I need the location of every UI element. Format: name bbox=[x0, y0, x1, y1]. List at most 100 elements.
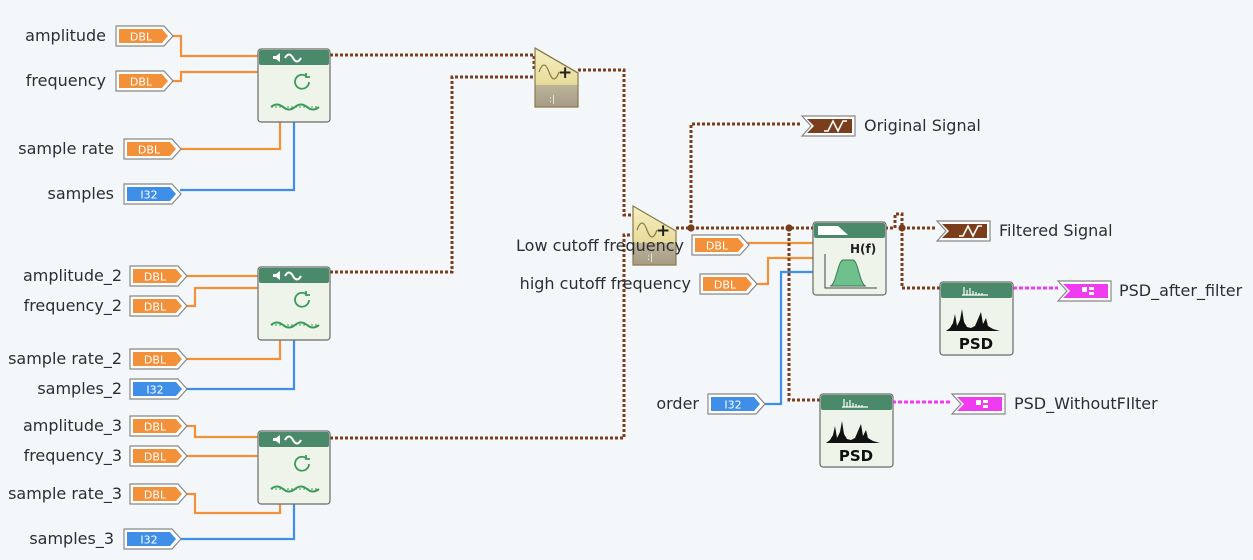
plus-icon: + bbox=[558, 63, 572, 83]
spectrum-icon bbox=[842, 399, 868, 408]
wire-sum-out[interactable] bbox=[578, 68, 632, 217]
speaker-icon bbox=[273, 53, 280, 62]
wire-order[interactable] bbox=[762, 270, 813, 406]
label-frequency-2: frequency_2 bbox=[23, 296, 122, 315]
dbl-control-terminal[interactable]: DBL bbox=[115, 25, 174, 47]
psd-label: PSD bbox=[959, 335, 993, 353]
dbl-control-terminal[interactable]: DBL bbox=[699, 273, 758, 295]
label-sample-rate-3: sample rate_3 bbox=[8, 484, 122, 503]
wire-sine-1-out[interactable] bbox=[330, 53, 536, 70]
dbl-control-terminal[interactable]: DBL bbox=[129, 348, 188, 370]
terminal-type-label: DBL bbox=[144, 421, 167, 434]
waveform-icon bbox=[959, 224, 982, 238]
bandpass-curve-icon bbox=[829, 259, 867, 287]
i32-control-terminal[interactable]: I32 bbox=[123, 183, 182, 205]
speaker-icon bbox=[273, 435, 280, 444]
cluster-icon bbox=[976, 400, 988, 408]
sine-icon bbox=[284, 435, 302, 445]
sine-icon bbox=[284, 53, 302, 63]
wire-sample-rate-3[interactable] bbox=[180, 492, 282, 515]
wire-filter-out[interactable] bbox=[885, 212, 937, 230]
transfer-function-label: H(f) bbox=[850, 242, 876, 256]
label-filtered-signal: Filtered Signal bbox=[999, 221, 1113, 240]
refresh-icon bbox=[294, 291, 310, 308]
psd-spectrum-icon bbox=[826, 421, 887, 443]
refresh-icon bbox=[294, 455, 310, 472]
svg-text::|: :| bbox=[647, 253, 653, 263]
label-sample-rate-2: sample rate_2 bbox=[8, 349, 122, 368]
label-amplitude: amplitude bbox=[25, 26, 106, 45]
waveform-indicator[interactable] bbox=[935, 220, 991, 242]
waveform-indicator[interactable] bbox=[800, 115, 856, 137]
dbl-control-terminal[interactable]: DBL bbox=[129, 265, 188, 287]
junction-dot bbox=[785, 224, 793, 232]
terminal-type-label: DBL bbox=[138, 144, 161, 157]
dbl-control-terminal[interactable]: DBL bbox=[129, 415, 188, 437]
label-psd-after-filter: PSD_after_filter bbox=[1119, 281, 1243, 300]
label-frequency-3: frequency_3 bbox=[23, 446, 122, 465]
refresh-icon bbox=[294, 73, 310, 90]
i32-control-terminal[interactable]: I32 bbox=[123, 528, 182, 550]
dbl-control-terminal[interactable]: DBL bbox=[115, 70, 174, 92]
label-low-cutoff-frequency: Low cutoff frequency bbox=[516, 236, 684, 255]
terminal-type-label: I32 bbox=[724, 399, 741, 412]
wire-sample-rate-2[interactable] bbox=[186, 340, 282, 361]
wire-samples-3[interactable] bbox=[180, 504, 296, 541]
add-waveforms-node-1[interactable]: + :| bbox=[534, 46, 579, 108]
junction-dot bbox=[687, 224, 695, 232]
wire-amplitude-3[interactable] bbox=[180, 424, 258, 439]
wire-samples[interactable] bbox=[180, 122, 296, 192]
psd-vi-after-filter[interactable]: PSD bbox=[939, 281, 1014, 356]
dbl-control-terminal[interactable]: DBL bbox=[123, 138, 182, 160]
terminal-type-label: DBL bbox=[130, 76, 153, 89]
psd-cluster-indicator[interactable] bbox=[1056, 280, 1112, 302]
wire-to-psd-after[interactable] bbox=[900, 228, 940, 290]
wire-original-signal[interactable] bbox=[676, 122, 802, 230]
label-order: order bbox=[656, 394, 699, 413]
sine-waveform-vi-1[interactable] bbox=[257, 48, 331, 123]
dbl-control-terminal[interactable]: DBL bbox=[129, 295, 188, 317]
dbl-control-terminal[interactable]: DBL bbox=[129, 445, 188, 467]
psd-vi-without-filter[interactable]: PSD bbox=[819, 393, 894, 468]
wire-frequency-2[interactable] bbox=[186, 286, 258, 308]
label-sample-rate: sample rate bbox=[18, 139, 114, 158]
bandpass-filter-vi[interactable]: H(f) bbox=[812, 221, 887, 296]
add-waveforms-node-2[interactable]: + :| bbox=[632, 204, 677, 266]
dbl-control-terminal[interactable]: DBL bbox=[129, 483, 188, 505]
wires bbox=[172, 34, 1058, 541]
sine-waveform-vi-3[interactable] bbox=[257, 430, 331, 505]
wire-sine-2-out[interactable] bbox=[330, 75, 534, 274]
label-psd-without-filter: PSD_WithoutFIlter bbox=[1014, 394, 1158, 413]
psd-cluster-indicator[interactable] bbox=[950, 393, 1006, 415]
plus-icon: + bbox=[656, 221, 670, 241]
wire-samples-2[interactable] bbox=[186, 340, 296, 391]
wire-sample-rate[interactable] bbox=[180, 122, 282, 151]
label-amplitude-3: amplitude_3 bbox=[22, 416, 122, 435]
terminal-type-label: I32 bbox=[140, 534, 157, 547]
sine-icon bbox=[284, 271, 302, 281]
label-high-cutoff-frequency: high cutoff frequency bbox=[519, 274, 691, 293]
label-samples: samples bbox=[47, 184, 114, 203]
label-samples-3: samples_3 bbox=[29, 529, 114, 548]
psd-spectrum-icon bbox=[946, 309, 1007, 331]
wire-sine-3-out[interactable] bbox=[330, 233, 632, 440]
sine-waveform-vi-2[interactable] bbox=[257, 266, 331, 341]
terminal-type-label: DBL bbox=[144, 271, 167, 284]
wire-to-psd-without[interactable] bbox=[787, 228, 820, 402]
i32-control-terminal[interactable]: I32 bbox=[707, 393, 766, 415]
dbl-control-terminal[interactable]: DBL bbox=[691, 234, 750, 256]
wire-frequency[interactable] bbox=[172, 70, 258, 83]
i32-control-terminal[interactable]: I32 bbox=[129, 378, 188, 400]
label-samples-2: samples_2 bbox=[37, 379, 122, 398]
terminal-type-label: DBL bbox=[706, 240, 729, 253]
wire-amplitude[interactable] bbox=[172, 34, 258, 58]
speaker-icon bbox=[273, 271, 280, 280]
sine-icon bbox=[636, 222, 658, 238]
junction-dot bbox=[898, 224, 906, 232]
terminal-type-label: I32 bbox=[146, 384, 163, 397]
terminals: DBLDBLDBLI32DBLDBLDBLI32DBLDBLDBLI32DBLD… bbox=[115, 25, 1112, 550]
sine-icon bbox=[538, 64, 560, 80]
lowpass-icon bbox=[818, 226, 848, 235]
psd-label: PSD bbox=[839, 447, 873, 465]
label-original-signal: Original Signal bbox=[864, 116, 981, 135]
